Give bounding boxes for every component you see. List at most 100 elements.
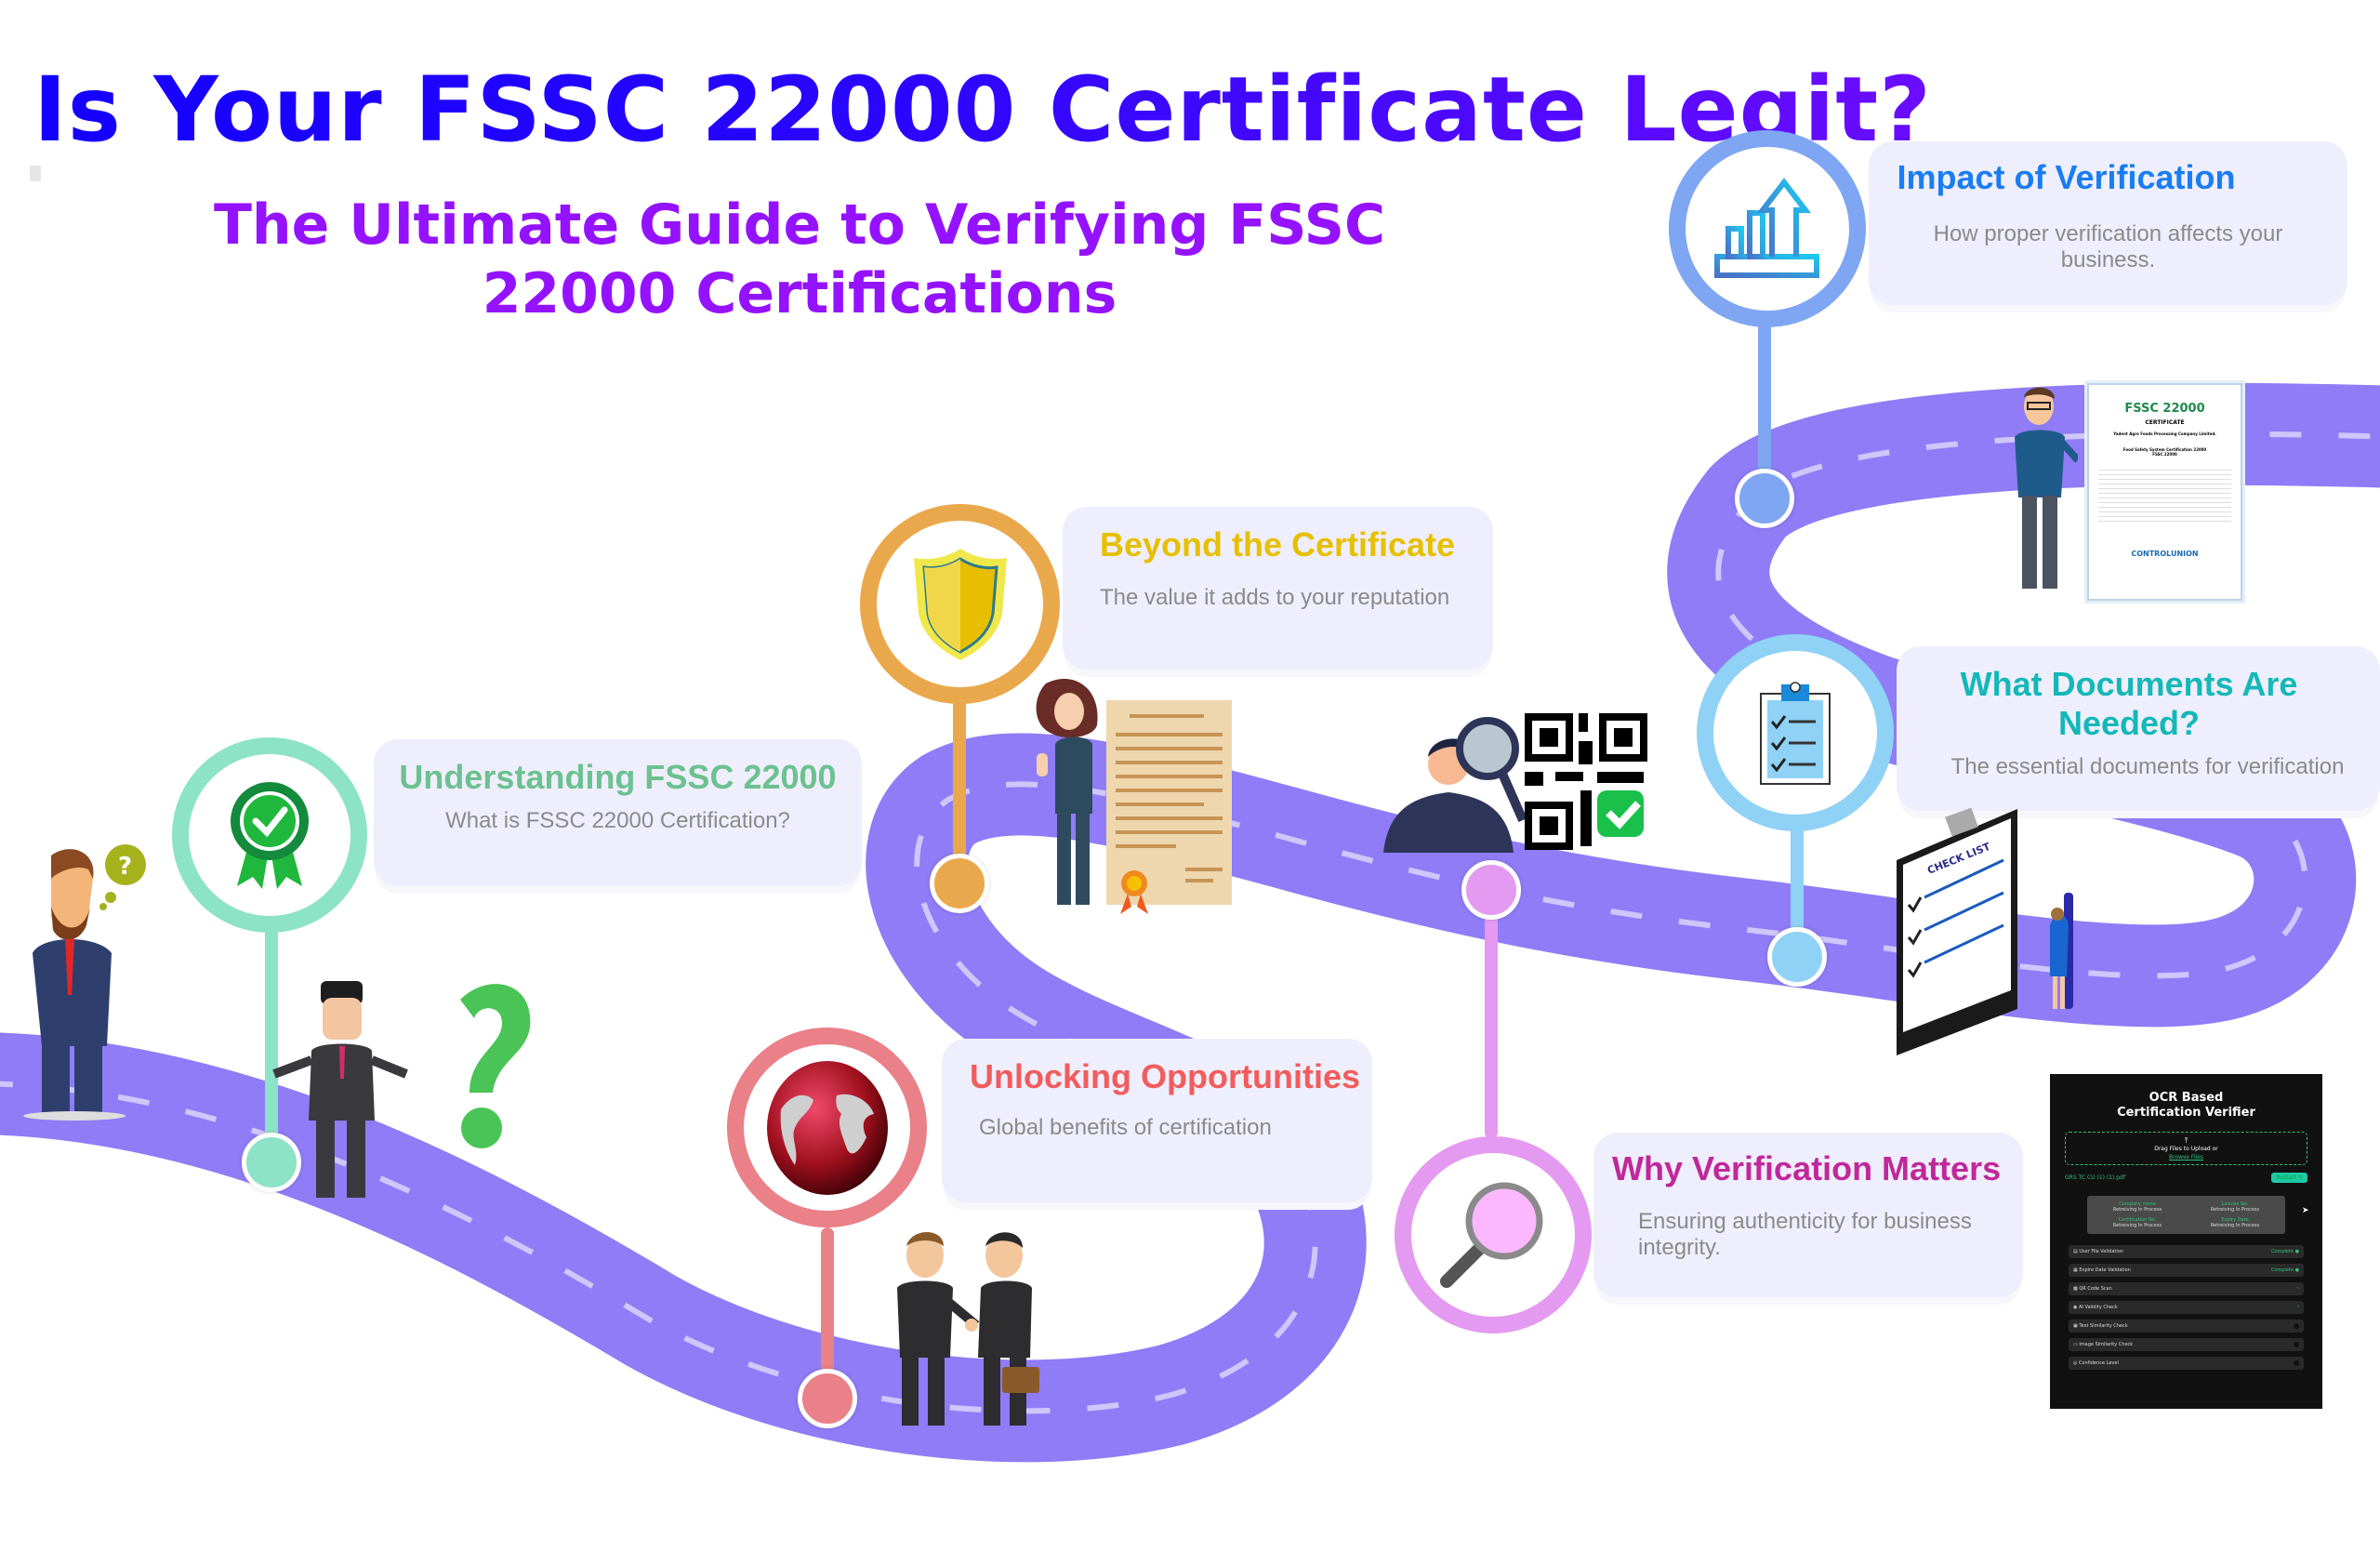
clipboard-checklist-icon (1760, 681, 1831, 785)
calendar-icon: ▦ (2073, 1267, 2080, 1273)
milestone-ring-understanding (172, 737, 367, 933)
file-icon: ▤ (2073, 1249, 2080, 1254)
milestone-description: The value it adds to your reputation (1100, 585, 1450, 610)
info-value: Retreiving In Process (2210, 1207, 2260, 1213)
handshake-illustration (883, 1227, 1051, 1432)
milestone-ring-unlocking (727, 1028, 927, 1227)
ocr-title-line1: OCR Based (2149, 1091, 2224, 1105)
milestone-description: What is FSSC 22000 Certification? (445, 808, 790, 833)
milestone-description: Global benefits of certification (979, 1115, 1272, 1140)
confused-businessman-illustration (265, 972, 535, 1204)
step-confidence-level: ◎ Confidence Level (2069, 1357, 2304, 1370)
svg-text:?: ? (118, 853, 132, 881)
magnifier-icon (1440, 1182, 1543, 1288)
milestone-stem (1485, 911, 1498, 1139)
certificate-company: Yadent Agro Foods Processing Company Lim… (2113, 431, 2216, 436)
checklist-board-illustration: CHECK LIST (1883, 804, 2082, 1055)
milestone-card-impact: Impact of Verification How proper verifi… (1869, 141, 2347, 305)
woman-with-certificate-illustration (1018, 674, 1246, 916)
milestone-description: The essential documents for verification (1950, 754, 2345, 779)
milestone-card-documents: What Documents Are Needed? The essential… (1897, 646, 2380, 811)
milestone-stem (821, 1227, 834, 1395)
milestone-dot-beyond[interactable] (930, 854, 989, 913)
refresh-icon: ↻ (2297, 1174, 2303, 1181)
loading-spinner-icon: ◝ (2296, 1285, 2299, 1293)
info-key: Expiry Date (2221, 1217, 2249, 1223)
milestone-ring-why (1395, 1136, 1592, 1333)
milestone-title: Beyond the Certificate (1100, 525, 1456, 564)
milestone-card-unlocking: Unlocking Opportunities Global benefits … (942, 1039, 1372, 1202)
certificate-body-lines (2098, 466, 2231, 522)
file-drop-zone[interactable]: ⤒ Drag Files to Upload or Browse Files (2065, 1132, 2307, 1165)
pending-indicator (2294, 1342, 2299, 1347)
brain-icon: ◎ (2073, 1360, 2079, 1366)
milestone-stem (1758, 316, 1771, 488)
certificate-logo: FSSC 22000 (2124, 402, 2205, 416)
info-value: Retreiving In Process (2210, 1223, 2260, 1228)
certificate-scheme: Food Safety System Certification 22000 (2122, 447, 2207, 452)
image-icon: ▭ (2073, 1342, 2080, 1347)
main-title: Is Your FSSC 22000 Certificate Legit? (33, 58, 1932, 162)
step-status: Complete ● (2270, 1267, 2299, 1273)
shield-icon (913, 548, 1007, 660)
milestone-title: Impact of Verification (1897, 158, 2236, 196)
mouse-cursor-icon: ➤ (2302, 1205, 2309, 1214)
milestone-dot-documents[interactable] (1767, 927, 1827, 987)
certificate-heading: CERTIFICATE (2145, 419, 2185, 426)
step-image-similarity-check: ▭ Image Similarity Check (2069, 1338, 2304, 1351)
step-status: Complete ● (2270, 1249, 2299, 1254)
info-value: Retreiving In Process (2112, 1207, 2162, 1213)
restart-label: Restart (2276, 1174, 2297, 1181)
milestone-dot-understanding[interactable] (242, 1133, 301, 1192)
milestone-ring-impact (1669, 130, 1866, 327)
step-ai-validity-check: ◉ AI Validity Check◝ (2069, 1301, 2304, 1314)
milestone-title: Understanding FSSC 22000 (399, 758, 837, 796)
info-key: License No. (2221, 1201, 2249, 1207)
upload-icon: ⤒ (2184, 1136, 2188, 1145)
milestone-stem (953, 693, 966, 869)
info-key: Company name (2119, 1201, 2156, 1207)
bar-chart-growth-icon (1713, 178, 1819, 278)
pending-indicator (2294, 1323, 2299, 1329)
qr-code-inspection-illustration (1374, 709, 1662, 853)
loading-spinner-icon: ◝ (2296, 1304, 2299, 1311)
info-key: Certification No. (2118, 1217, 2157, 1223)
milestone-title: Unlocking Opportunities (970, 1057, 1360, 1095)
document-icon (30, 166, 41, 181)
ai-icon: ◉ (2073, 1305, 2079, 1310)
fssc-certificate-document: FSSC 22000 CERTIFICATE Yadent Agro Foods… (2087, 383, 2242, 601)
certificate-scheme-short: FSSC 22000 (2152, 452, 2177, 457)
award-ribbon-icon (231, 782, 309, 889)
drop-text: Drag Files to Upload or (2154, 1146, 2218, 1152)
milestone-stem (265, 921, 278, 1153)
businessman-presenting-illustration (2003, 386, 2081, 595)
milestone-stem (1791, 818, 1804, 958)
uploaded-file-name: GRS TC CU (1) (1).pdf (2065, 1174, 2125, 1181)
milestone-card-beyond: Beyond the Certificate The value it adds… (1063, 507, 1493, 670)
restart-button[interactable]: Restart ↻ (2271, 1173, 2307, 1183)
subtitle: The Ultimate Guide to Verifying FSSC 220… (214, 192, 1385, 326)
step-qr-code-scan: ▩ QR Code Scan◝ (2069, 1282, 2304, 1295)
globe-icon (766, 1060, 888, 1195)
info-value: Retreiving In Process (2112, 1223, 2162, 1228)
thinking-businessman-illustration: ? (14, 842, 153, 1121)
milestone-title: Why Verification Matters (1612, 1149, 2002, 1187)
certificate-issuer: CONTROLUNION (2131, 550, 2199, 558)
milestone-title: What Documents Are Needed? (1960, 665, 2298, 742)
milestone-ring-documents (1697, 634, 1894, 831)
milestone-card-understanding: Understanding FSSC 22000 What is FSSC 22… (374, 739, 862, 886)
step-text-similarity-check: ▣ Text Similarity Check (2069, 1320, 2304, 1333)
pending-indicator (2294, 1360, 2299, 1366)
qr-icon: ▩ (2073, 1286, 2080, 1292)
ocr-verifier-panel: OCR Based Certification Verifier ⤒ Drag … (2050, 1074, 2322, 1409)
milestone-dot-unlocking[interactable] (798, 1369, 857, 1428)
milestone-dot-impact[interactable] (1735, 469, 1794, 528)
text-icon: ▣ (2073, 1323, 2080, 1329)
milestone-dot-why[interactable] (1461, 860, 1521, 920)
milestone-description: How proper verification affects your bus… (1933, 221, 2283, 272)
browse-files-link[interactable]: Browse Files (2169, 1154, 2203, 1161)
